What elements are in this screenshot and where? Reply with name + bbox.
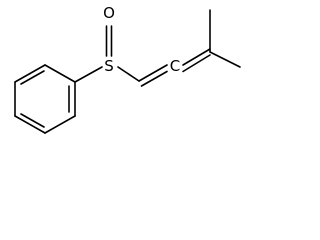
ring-bond-3 <box>44 115 76 134</box>
chemical-structure: O S C <box>14 4 241 134</box>
allene-1-line-2 <box>140 70 168 87</box>
allene-2-line-1 <box>182 48 211 66</box>
allene-double-bond-2 <box>182 48 211 73</box>
sulfur-atom-label: S <box>104 57 114 75</box>
ring-bond-1 <box>44 64 76 83</box>
bond-methyl-right <box>209 51 241 68</box>
ring-double-bond-3 <box>20 70 45 85</box>
bond-phenyl-sulfur <box>74 66 103 83</box>
allene-center-carbon-label: C <box>170 57 180 75</box>
allene-1-line-1 <box>138 64 168 82</box>
benzene-ring <box>14 64 76 134</box>
bond-sulfur-ch <box>117 66 140 82</box>
allene-2-line-2 <box>182 54 211 73</box>
sulfoxide-double-bond <box>105 25 113 57</box>
ring-double-bond-2 <box>20 113 45 128</box>
ring-bond-6 <box>14 64 46 83</box>
ring-bond-4 <box>14 115 46 134</box>
allene-double-bond-1 <box>138 64 168 87</box>
oxygen-atom-label: O <box>103 4 115 22</box>
